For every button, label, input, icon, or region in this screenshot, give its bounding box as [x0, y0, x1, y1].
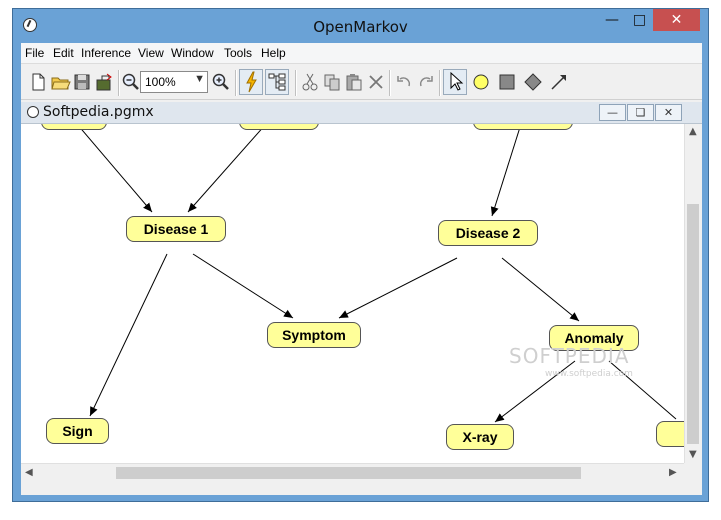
node-parent-right[interactable] — [473, 124, 573, 130]
app-window: OpenMarkov — □ ✕ File Edit Inference Vie… — [12, 8, 709, 502]
status-strip — [21, 481, 702, 495]
link-line — [187, 124, 267, 213]
cut-icon[interactable] — [299, 71, 321, 93]
new-file-icon[interactable] — [27, 71, 49, 93]
maximize-button[interactable]: □ — [632, 12, 647, 28]
window-title: OpenMarkov — [313, 18, 408, 36]
node-offscreen-right[interactable] — [656, 421, 684, 447]
zoom-select[interactable]: 100% ▼ — [140, 71, 208, 93]
toolbar-separator — [235, 70, 237, 96]
link-line — [192, 253, 294, 319]
scroll-down-icon[interactable]: ▼ — [689, 449, 697, 460]
paste-icon[interactable] — [343, 71, 365, 93]
utility-node-icon[interactable] — [522, 71, 544, 93]
copy-icon[interactable] — [321, 71, 343, 93]
open-folder-icon[interactable] — [49, 71, 71, 93]
node-sign[interactable]: Sign — [46, 418, 109, 444]
link-line — [501, 257, 580, 322]
decision-node-icon[interactable] — [496, 71, 518, 93]
select-pointer-icon[interactable] — [443, 69, 467, 95]
title-bar[interactable]: OpenMarkov — □ ✕ — [13, 9, 708, 43]
chevron-down-icon[interactable]: ▼ — [194, 73, 205, 85]
lightning-icon[interactable] — [239, 69, 263, 95]
zoom-out-icon[interactable] — [120, 71, 142, 93]
scrollbar-corner — [684, 463, 702, 481]
app-icon[interactable] — [23, 18, 37, 32]
link-line — [490, 124, 522, 217]
toolbar-separator — [389, 70, 391, 96]
links-layer — [76, 124, 677, 423]
redo-icon[interactable] — [415, 71, 437, 93]
scroll-left-icon[interactable]: ◀ — [25, 467, 33, 478]
menu-inference[interactable]: Inference — [81, 46, 132, 60]
node-disease-2[interactable]: Disease 2 — [438, 220, 538, 246]
vertical-scrollbar[interactable]: ▲ ▼ — [684, 124, 702, 463]
toolbar-separator — [295, 70, 297, 96]
node-xray[interactable]: X-ray — [446, 424, 514, 450]
network-document-window: Softpedia.pgmx — ❏ ✕ — [21, 102, 702, 495]
watermark-url: www.softpedia.com — [545, 369, 633, 379]
toolbar-separator — [439, 70, 441, 96]
doc-minimize-button[interactable]: — — [599, 104, 626, 121]
undo-icon[interactable] — [393, 71, 415, 93]
tree-icon[interactable] — [265, 69, 289, 95]
node-symptom[interactable]: Symptom — [267, 322, 361, 348]
close-button[interactable]: ✕ — [653, 9, 700, 31]
menu-help[interactable]: Help — [261, 46, 286, 60]
horizontal-scroll-thumb[interactable] — [116, 467, 581, 479]
menu-bar: File Edit Inference View Window Tools He… — [21, 43, 702, 64]
chance-node-icon[interactable] — [470, 71, 492, 93]
menu-tools[interactable]: Tools — [224, 46, 253, 60]
doc-close-button[interactable]: ✕ — [655, 104, 682, 121]
toolbar-separator — [118, 70, 120, 96]
menu-edit[interactable]: Edit — [53, 46, 74, 60]
minimize-button[interactable]: — — [605, 12, 619, 28]
zoom-in-icon[interactable] — [210, 71, 232, 93]
link-line — [76, 124, 153, 213]
network-canvas[interactable]: Disease 1 Disease 2 Symptom Anomaly Sign… — [21, 124, 684, 463]
menu-file[interactable]: File — [25, 46, 45, 60]
toolbar: 100% ▼ — [21, 66, 702, 100]
menu-view[interactable]: View — [138, 46, 164, 60]
scroll-right-icon[interactable]: ▶ — [669, 467, 677, 478]
open-network-icon[interactable] — [93, 71, 115, 93]
link-arrow-icon[interactable] — [548, 71, 570, 93]
document-title: Softpedia.pgmx — [43, 104, 154, 120]
document-title-bar[interactable]: Softpedia.pgmx — ❏ ✕ — [21, 102, 702, 124]
horizontal-scrollbar[interactable]: ◀ ▶ — [21, 463, 684, 481]
app-body: File Edit Inference View Window Tools He… — [21, 43, 702, 495]
scroll-up-icon[interactable]: ▲ — [689, 126, 697, 137]
link-line — [89, 253, 168, 417]
document-icon[interactable] — [27, 106, 39, 118]
node-parent-left[interactable] — [41, 124, 107, 130]
node-disease-1[interactable]: Disease 1 — [126, 216, 226, 242]
link-line — [608, 360, 677, 420]
link-line — [338, 257, 458, 319]
save-icon[interactable] — [71, 71, 93, 93]
node-parent-mid[interactable] — [239, 124, 319, 130]
watermark: SOFTPEDIA — [509, 344, 630, 368]
link-line — [494, 360, 576, 423]
delete-icon[interactable] — [365, 71, 387, 93]
menu-window[interactable]: Window — [171, 46, 214, 60]
node-anomaly[interactable]: Anomaly — [549, 325, 639, 351]
vertical-scroll-thumb[interactable] — [687, 204, 699, 444]
zoom-value: 100% — [145, 75, 176, 89]
doc-restore-button[interactable]: ❏ — [627, 104, 654, 121]
